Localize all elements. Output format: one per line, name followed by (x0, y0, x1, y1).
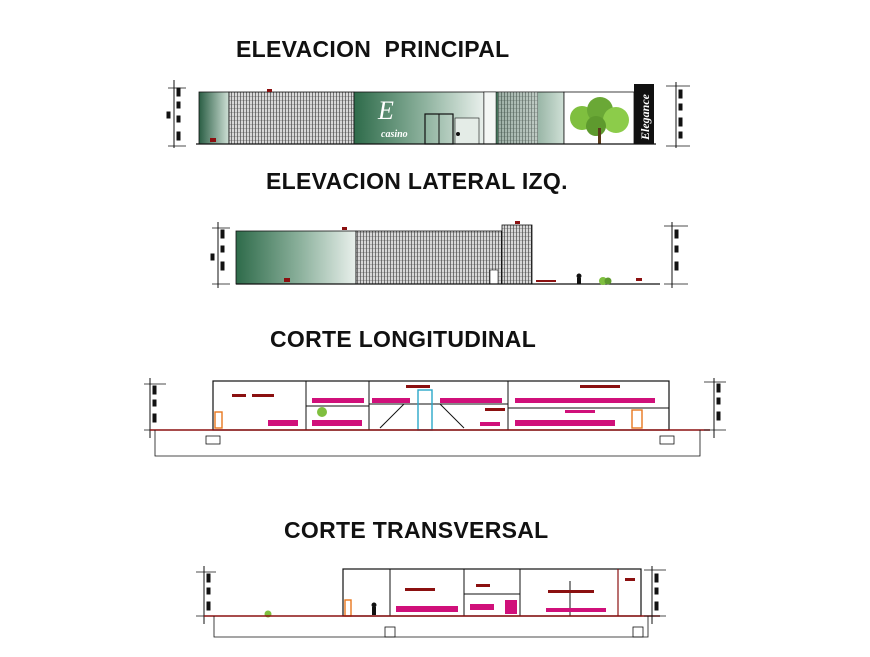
door-right (631, 409, 643, 429)
level-markers-right (664, 222, 688, 288)
corte-transversal-title: CORTE TRANSVERSAL (284, 517, 549, 543)
level-markers-left (144, 378, 166, 438)
corte-longitudinal-title: CORTE LONGITUDINAL (270, 326, 537, 352)
level-markers-left (166, 80, 186, 148)
glass-facade (235, 230, 357, 285)
elevator-core (417, 389, 433, 431)
mesh-facade (355, 230, 503, 285)
furniture (268, 398, 655, 426)
plant-icon (317, 407, 327, 417)
elevacion-principal-title: ELEVACION PRINCIPAL (236, 36, 510, 62)
casino-sign-letter: E (377, 96, 394, 125)
stair-right (439, 403, 465, 429)
door (344, 599, 352, 617)
foundation (213, 616, 649, 638)
corte-longitudinal-drawing (144, 378, 726, 457)
casino-sign-word: casino (381, 129, 408, 140)
dark-beams (405, 578, 635, 593)
elegance-tower (634, 84, 654, 144)
level-markers-right (704, 378, 726, 438)
level-markers-right (666, 82, 690, 148)
level-markers-right (644, 566, 666, 624)
door-left (214, 411, 223, 429)
elevacion-principal-drawing: E casino Elegance (166, 80, 690, 148)
mesh-tower (501, 224, 533, 285)
mesh-facade (228, 91, 355, 145)
level-markers-left (210, 222, 230, 288)
furniture (396, 600, 606, 614)
glass-facade-left (198, 91, 230, 145)
tree-icon (570, 97, 629, 144)
corte-transversal-drawing (196, 566, 666, 638)
elevacion-lateral-drawing (210, 221, 688, 288)
stair-left (379, 403, 405, 429)
elegance-tower-sign: Elegance (638, 93, 652, 141)
dark-beams (232, 385, 620, 411)
foundation (154, 430, 701, 457)
elevacion-lateral-title: ELEVACION LATERAL IZQ. (266, 168, 568, 194)
